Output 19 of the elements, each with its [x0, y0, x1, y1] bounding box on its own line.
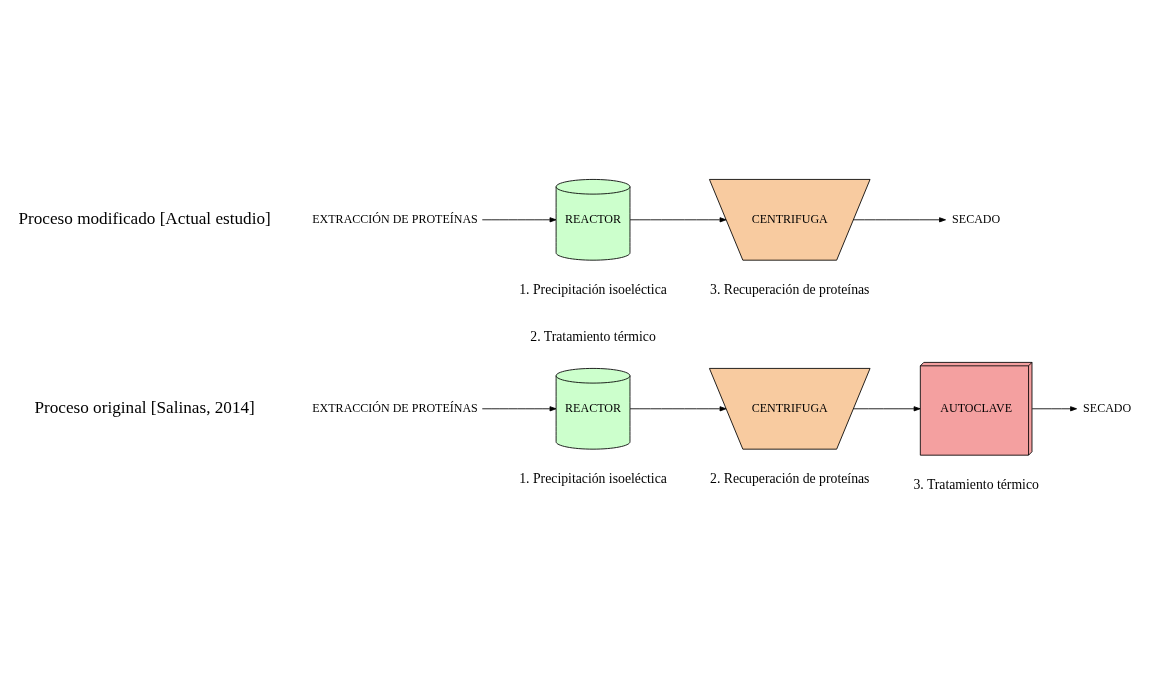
- arrow: [481, 217, 557, 223]
- node-text: EXTRACCIÓN DE PROTEÍNAS: [312, 400, 478, 415]
- label: Proceso original [Salinas, 2014]: [34, 398, 255, 418]
- label: Proceso modificado [Actual estudio]: [18, 209, 271, 229]
- node-text: EXTRACCIÓN DE PROTEÍNAS: [312, 211, 478, 226]
- node-text: SECADO: [952, 211, 1001, 226]
- node-label: 1. Precipitación isoeléctica: [519, 471, 667, 487]
- node-label: 3. Recuperación de proteínas: [710, 282, 870, 298]
- node-label: 2. Tratamiento térmico: [530, 328, 656, 344]
- arrow: [481, 406, 557, 412]
- arrow: [852, 217, 946, 223]
- arrow: [629, 217, 727, 223]
- arrow: [852, 406, 921, 412]
- node-label: 1. Precipitación isoeléctica: [519, 282, 667, 298]
- arrow: [629, 406, 727, 412]
- node-label: 3. Tratamiento térmico: [913, 477, 1039, 493]
- arrow: [1031, 406, 1077, 412]
- node-label: 2. Recuperación de proteínas: [710, 471, 870, 487]
- node-text: SECADO: [1083, 400, 1132, 415]
